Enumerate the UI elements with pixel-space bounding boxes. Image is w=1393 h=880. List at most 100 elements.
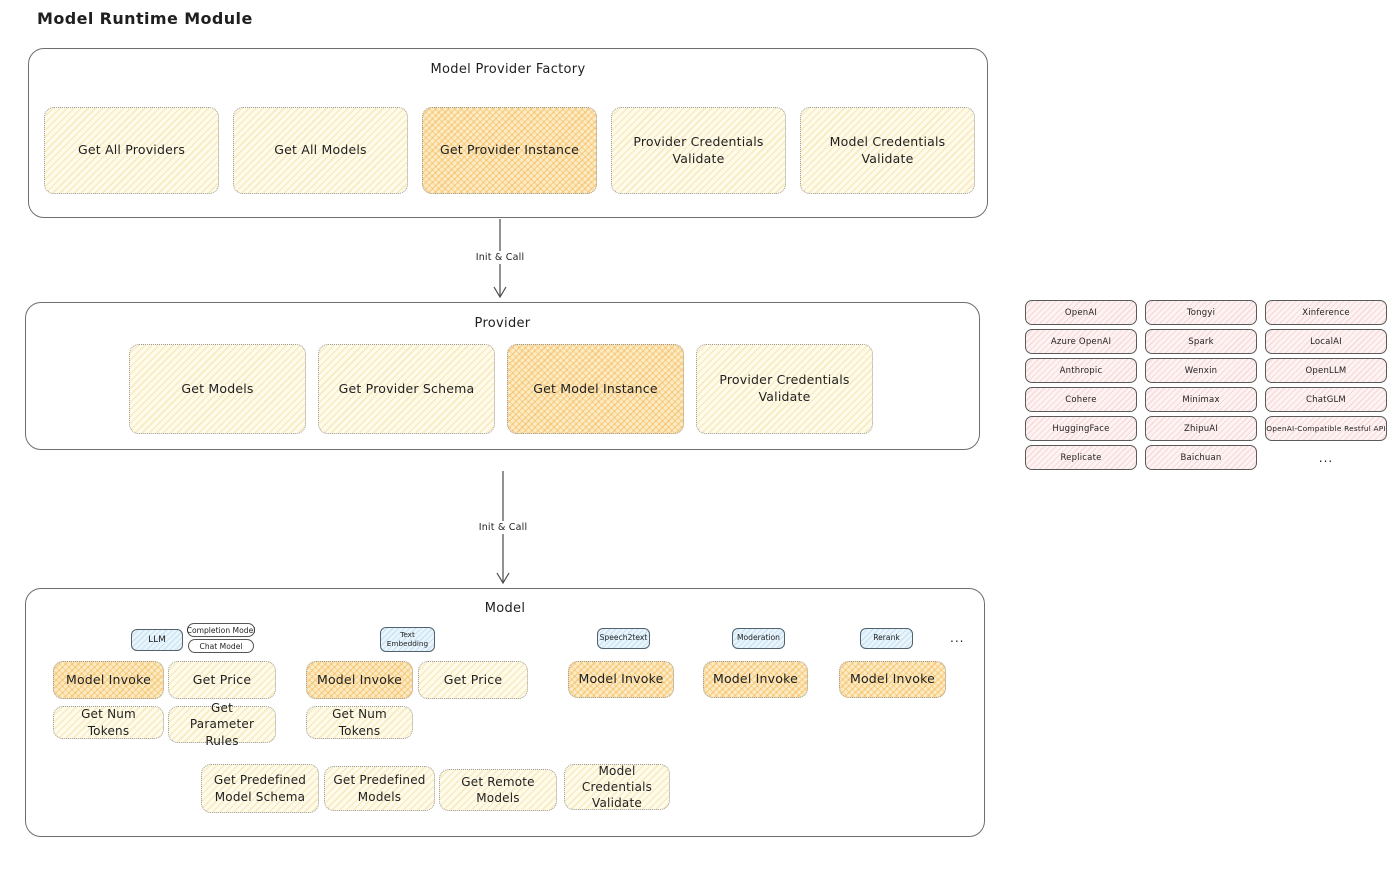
node-provider-credentials-validate-2: Provider Credentials Validate — [696, 344, 873, 434]
provider-chip-huggingface: HuggingFace — [1025, 416, 1137, 441]
chip-label: Anthropic — [1059, 365, 1103, 376]
provider-chip-xinference: Xinference — [1265, 300, 1387, 325]
node-label: Get Price — [192, 671, 252, 687]
provider-chip-spark: Spark — [1145, 329, 1257, 354]
node-label: Model Invoke — [578, 671, 664, 687]
provider-chip-openai-compatible: OpenAI-Compatible Restful API — [1265, 416, 1387, 441]
arrow2-label: Init & Call — [474, 521, 532, 534]
provider-chip-zhipuai: ZhipuAI — [1145, 416, 1257, 441]
node-label: Get Predefined Model Schema — [213, 773, 307, 804]
factory-items-row: Get All Providers Get All Models Get Pro… — [44, 107, 975, 194]
node-label: Model Invoke — [712, 671, 799, 687]
arrow1-label: Init & Call — [471, 251, 529, 264]
node-label: Provider Credentials Validate — [719, 372, 850, 404]
node-get-provider-instance: Get Provider Instance — [422, 107, 597, 194]
node-label: Get Price — [443, 671, 503, 687]
node-label: Model Credentials Validate — [829, 133, 946, 166]
chip-label: OpenAI — [1064, 307, 1098, 318]
provider-chip-minimax: Minimax — [1145, 387, 1257, 412]
node-label: Get Provider Instance — [439, 142, 580, 158]
node-get-all-providers: Get All Providers — [44, 107, 219, 194]
node-label: Get Predefined Models — [333, 773, 426, 804]
tag-moderation: Moderation — [732, 628, 785, 649]
provider-chip-anthropic: Anthropic — [1025, 358, 1137, 383]
node-embedding-get-num-tokens: Get Num Tokens — [306, 706, 413, 739]
node-label: Get All Models — [274, 142, 367, 158]
chip-label: OpenLLM — [1305, 365, 1347, 376]
chip-label: Cohere — [1065, 394, 1097, 405]
node-label: Model Invoke — [316, 671, 403, 687]
provider-panel-title: Provider — [474, 316, 531, 331]
chip-label: Tongyi — [1186, 307, 1216, 318]
provider-list-more: ... — [1318, 450, 1334, 465]
node-label: Model Invoke — [849, 671, 936, 687]
node-get-provider-schema: Get Provider Schema — [318, 344, 495, 434]
chip-label: Azure OpenAI — [1050, 336, 1112, 347]
node-get-predefined-model-schema: Get Predefined Model Schema — [201, 764, 319, 813]
chip-label: HuggingFace — [1052, 423, 1110, 434]
node-speech2text-model-invoke: Model Invoke — [568, 661, 674, 698]
node-label: Get Remote Models — [461, 774, 535, 805]
model-panel-title: Model — [484, 601, 526, 616]
node-moderation-model-invoke: Model Invoke — [703, 661, 808, 698]
node-label: Get Parameter Rules — [189, 701, 255, 748]
tag-text-embedding: Text Embedding — [380, 627, 435, 652]
tag-completion-model: Completion Model — [187, 623, 255, 637]
node-llm-get-num-tokens: Get Num Tokens — [53, 706, 164, 739]
node-label: Get Provider Schema — [338, 380, 475, 396]
chip-label: Spark — [1188, 336, 1214, 347]
provider-chip-azure-openai: Azure OpenAI — [1025, 329, 1137, 354]
provider-chip-openai: OpenAI — [1025, 300, 1137, 325]
node-embedding-model-invoke: Model Invoke — [306, 661, 413, 699]
tag-rerank: Rerank — [860, 628, 913, 649]
node-llm-get-price: Get Price — [168, 661, 276, 699]
provider-chip-localai: LocalAI — [1265, 329, 1387, 354]
diagram-title: Model Runtime Module — [37, 9, 253, 28]
provider-chip-replicate: Replicate — [1025, 445, 1137, 470]
node-label: Get Models — [181, 380, 254, 396]
node-label: Get Model Instance — [533, 380, 658, 396]
node-rerank-model-invoke: Model Invoke — [839, 661, 946, 698]
provider-chip-baichuan: Baichuan — [1145, 445, 1257, 470]
node-get-predefined-models: Get Predefined Models — [324, 766, 435, 811]
provider-chip-wenxin: Wenxin — [1145, 358, 1257, 383]
node-get-model-instance: Get Model Instance — [507, 344, 684, 434]
node-label: Get Num Tokens — [81, 707, 136, 738]
chip-label: LocalAI — [1310, 336, 1342, 347]
tag-chat-model: Chat Model — [188, 639, 254, 653]
node-get-all-models: Get All Models — [233, 107, 408, 194]
tag-llm: LLM — [131, 629, 183, 651]
provider-chip-tongyi: Tongyi — [1145, 300, 1257, 325]
chip-label: ChatGLM — [1306, 394, 1346, 405]
node-label: Model Invoke — [65, 671, 152, 687]
node-model-credentials-validate: Model Credentials Validate — [800, 107, 975, 194]
node-embedding-get-price: Get Price — [418, 661, 528, 699]
node-label: Model Credentials Validate — [581, 763, 653, 811]
chip-label: Minimax — [1182, 394, 1220, 405]
provider-list: OpenAI Azure OpenAI Anthropic Cohere Hug… — [1025, 300, 1387, 470]
model-panel: Model LLM Completion Model Chat Model Mo… — [25, 588, 985, 837]
node-llm-get-parameter-rules: Get Parameter Rules — [168, 701, 276, 748]
node-get-models: Get Models — [129, 344, 306, 434]
node-label: Provider Credentials Validate — [633, 133, 764, 166]
provider-items-row: Get Models Get Provider Schema Get Model… — [129, 344, 873, 434]
provider-panel: Provider Get Models Get Provider Schema … — [25, 302, 980, 450]
node-model-credentials-validate-2: Model Credentials Validate — [564, 764, 670, 810]
factory-panel-title: Model Provider Factory — [430, 62, 586, 77]
chip-label: OpenAI-Compatible Restful API — [1266, 424, 1386, 433]
provider-chip-cohere: Cohere — [1025, 387, 1137, 412]
model-more: ... — [950, 631, 965, 645]
node-llm-model-invoke: Model Invoke — [53, 661, 164, 699]
provider-chip-chatglm: ChatGLM — [1265, 387, 1387, 412]
chip-label: ZhipuAI — [1183, 423, 1219, 434]
node-provider-credentials-validate: Provider Credentials Validate — [611, 107, 786, 194]
chip-label: Replicate — [1060, 452, 1102, 463]
factory-panel: Model Provider Factory Get All Providers… — [28, 48, 988, 218]
chip-label: Baichuan — [1180, 452, 1222, 463]
provider-chip-openllm: OpenLLM — [1265, 358, 1387, 383]
tag-speech2text: Speech2text — [597, 628, 650, 649]
chip-label: Wenxin — [1184, 365, 1218, 376]
node-get-remote-models: Get Remote Models — [439, 769, 557, 811]
node-label: Get Num Tokens — [332, 707, 387, 738]
